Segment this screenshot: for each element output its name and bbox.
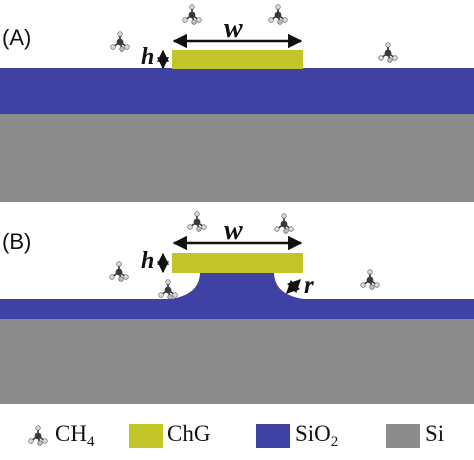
legend-swatch-chg xyxy=(129,424,163,448)
panel-b-radius-arrow xyxy=(286,279,301,294)
panel-a xyxy=(0,3,474,202)
methane-molecule-icon xyxy=(157,278,179,301)
methane-molecule-icon xyxy=(109,30,131,53)
legend xyxy=(27,424,420,448)
legend-swatch-si xyxy=(386,424,420,448)
legend-label-si: Si xyxy=(425,421,445,446)
methane-molecule-icon xyxy=(267,3,289,26)
legend-label-sio2: SiO2 xyxy=(295,421,339,450)
panel-a-chg-waveguide xyxy=(172,50,303,69)
methane-molecule-icon xyxy=(186,210,208,233)
panel-b-radius-label: r xyxy=(304,272,314,299)
legend-label-chg: ChG xyxy=(167,421,211,446)
panel-b-sio2-layer xyxy=(0,299,474,319)
panel-a-sio2-layer xyxy=(0,68,474,114)
legend-label-ch4: CH4 xyxy=(55,421,95,450)
panel-b-height-label: h xyxy=(141,248,155,274)
panel-a-si-substrate xyxy=(0,113,474,202)
methane-molecule-icon xyxy=(108,260,130,283)
panel-a-height-label: h xyxy=(141,44,155,70)
panel-b-si-substrate xyxy=(0,318,474,404)
methane-molecule-icon xyxy=(359,268,381,291)
legend-swatch-sio2 xyxy=(256,424,290,448)
panel-label-b: (B) xyxy=(2,229,32,254)
panel-b-sio2-pedestal xyxy=(155,272,319,300)
panel-a-width-label: w xyxy=(224,13,243,44)
panel-label-a: (A) xyxy=(2,25,32,50)
panel-b-width-label: w xyxy=(224,215,243,246)
methane-molecule-icon xyxy=(273,212,295,235)
panel-b-chg-waveguide xyxy=(172,253,303,273)
methane-molecule-icon xyxy=(181,3,203,26)
panel-b xyxy=(0,210,474,404)
methane-molecule-icon xyxy=(27,424,49,447)
methane-molecule-icon xyxy=(377,41,399,64)
